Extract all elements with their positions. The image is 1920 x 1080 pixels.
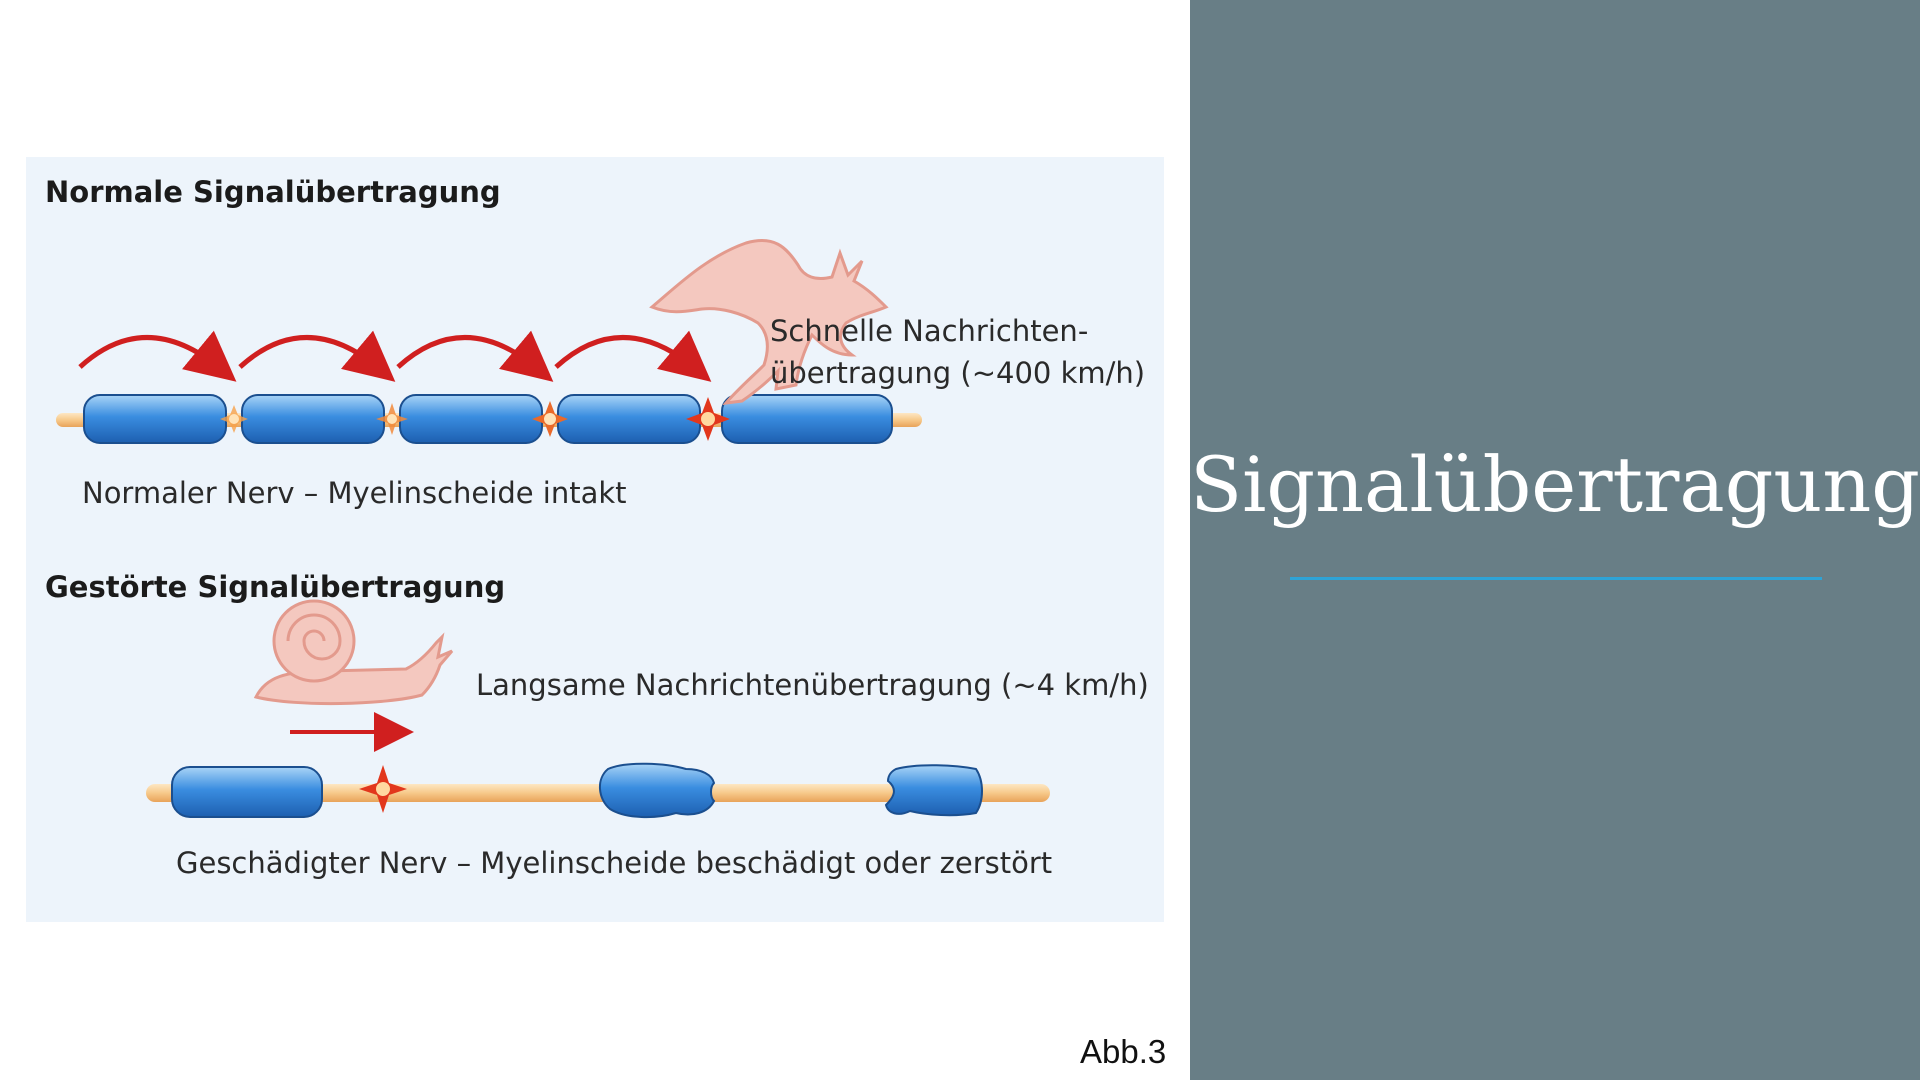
slide-title: Signalübertragung (1190, 440, 1920, 529)
nerve-diagram: Normale Signalübertragung Gestörte Signa… (45, 175, 1149, 880)
damaged-nerve-caption: Geschädigter Nerv – Myelinscheide beschä… (176, 846, 1052, 880)
figure-caption: Abb.3 (1080, 1033, 1167, 1070)
normal-nerve-caption: Normaler Nerv – Myelinscheide intakt (82, 476, 627, 510)
normal-nerve (56, 330, 922, 444)
damaged-myelin-segment (599, 762, 716, 819)
signal-spark (376, 403, 408, 435)
myelin-segment (399, 394, 543, 444)
signal-hop-arrow (554, 330, 712, 382)
title-underline (1290, 577, 1822, 580)
myelin-segment (171, 766, 323, 818)
signal-spark (359, 765, 407, 813)
fast-transmission-label-line2: übertragung (~400 km/h) (770, 356, 1145, 390)
signal-hop-arrow (238, 330, 396, 382)
title-panel: Signalübertragung (1190, 0, 1920, 1080)
snail-icon (253, 599, 454, 706)
signal-hop-arrow (396, 330, 554, 382)
normal-transmission-heading: Normale Signalübertragung (45, 175, 501, 209)
signal-hop-arrow (78, 330, 237, 382)
myelin-segment (241, 394, 385, 444)
damaged-nerve (146, 762, 1050, 819)
signal-spark (686, 397, 730, 441)
disturbed-transmission-heading: Gestörte Signalübertragung (45, 570, 505, 604)
signal-spark (220, 405, 248, 433)
myelin-segment (721, 394, 893, 444)
damaged-myelin-segment (884, 764, 983, 817)
myelin-segment (83, 394, 227, 444)
figure-panel: Normale Signalübertragung Gestörte Signa… (26, 157, 1164, 922)
slow-transmission-label: Langsame Nachrichtenübertragung (~4 km/h… (476, 668, 1149, 702)
myelin-segment (557, 394, 701, 444)
kangaroo-icon (649, 238, 889, 405)
signal-spark (532, 401, 568, 437)
fast-transmission-label-line1: Schnelle Nachrichten- (770, 314, 1088, 348)
